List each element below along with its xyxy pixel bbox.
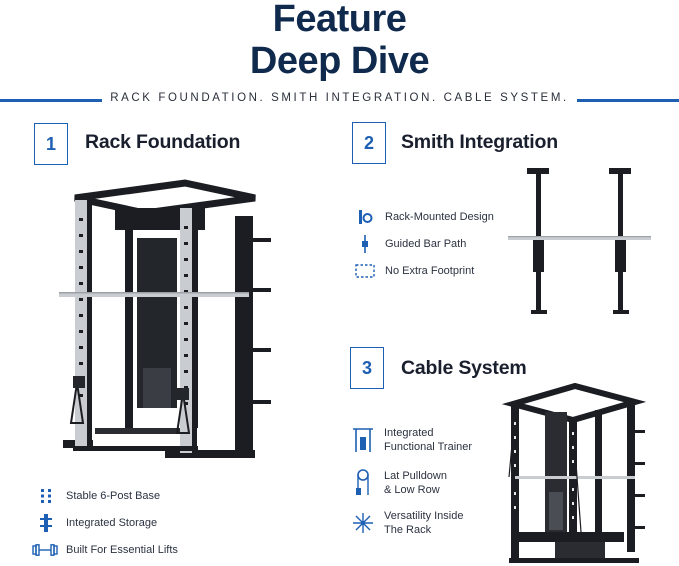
feature-label-line1: Lat Pulldown xyxy=(384,470,447,482)
page-title-line1: Feature xyxy=(272,0,407,40)
rack-mount-icon xyxy=(355,207,375,227)
feature-essential-lifts: Built For Essential Lifts xyxy=(32,540,178,560)
feature-label: Built For Essential Lifts xyxy=(66,544,178,556)
rack-foundation-image xyxy=(59,179,271,458)
feature-label-line2: The Rack xyxy=(384,524,432,536)
feature-label: Rack-Mounted Design xyxy=(385,211,494,223)
feature-versatility: Versatility Inside The Rack xyxy=(352,509,463,537)
feature-label-line1: Versatility Inside xyxy=(384,510,464,522)
feature-label: No Extra Footprint xyxy=(385,265,475,277)
section-1-title: Rack Foundation xyxy=(85,131,241,153)
feature-rack-mounted: Rack-Mounted Design xyxy=(355,207,494,227)
versatility-icon xyxy=(352,510,374,536)
section-2-title: Smith Integration xyxy=(401,131,558,153)
feature-guided-bar: Guided Bar Path xyxy=(355,234,466,254)
smith-integration-image xyxy=(508,168,651,314)
feature-label-line2: & Low Row xyxy=(384,484,440,496)
section-3-title: Cable System xyxy=(401,357,527,379)
trainer-icon xyxy=(352,427,374,453)
section-3-number: 3 xyxy=(350,347,384,389)
pulley-icon xyxy=(352,469,374,497)
footprint-icon xyxy=(355,261,375,281)
feature-functional-trainer: Integrated Functional Trainer xyxy=(352,426,472,454)
cable-system-image xyxy=(501,382,647,563)
storage-icon xyxy=(36,513,56,533)
page-title-line2: Deep Dive xyxy=(249,40,430,82)
feature-stable-base: Stable 6-Post Base xyxy=(36,486,160,506)
section-2-number: 2 xyxy=(352,122,386,164)
feature-label: Stable 6-Post Base xyxy=(66,490,161,502)
feature-integrated-storage: Integrated Storage xyxy=(36,513,157,533)
feature-lat-pulldown: Lat Pulldown & Low Row xyxy=(352,469,447,497)
posts-icon xyxy=(36,486,56,506)
feature-no-footprint: No Extra Footprint xyxy=(355,261,474,281)
feature-label-line1: Integrated xyxy=(384,427,434,439)
section-1-number: 1 xyxy=(34,123,68,165)
dumbbell-icon xyxy=(32,540,58,560)
feature-label: Integrated Storage xyxy=(66,517,158,529)
tagline-rule-right xyxy=(577,99,679,102)
tagline-rule-left xyxy=(0,99,102,102)
tagline: RACK FOUNDATION. SMITH INTEGRATION. CABL… xyxy=(110,92,569,104)
feature-label-line2: Functional Trainer xyxy=(384,441,473,453)
feature-label: Guided Bar Path xyxy=(385,238,467,250)
bar-path-icon xyxy=(355,234,375,254)
